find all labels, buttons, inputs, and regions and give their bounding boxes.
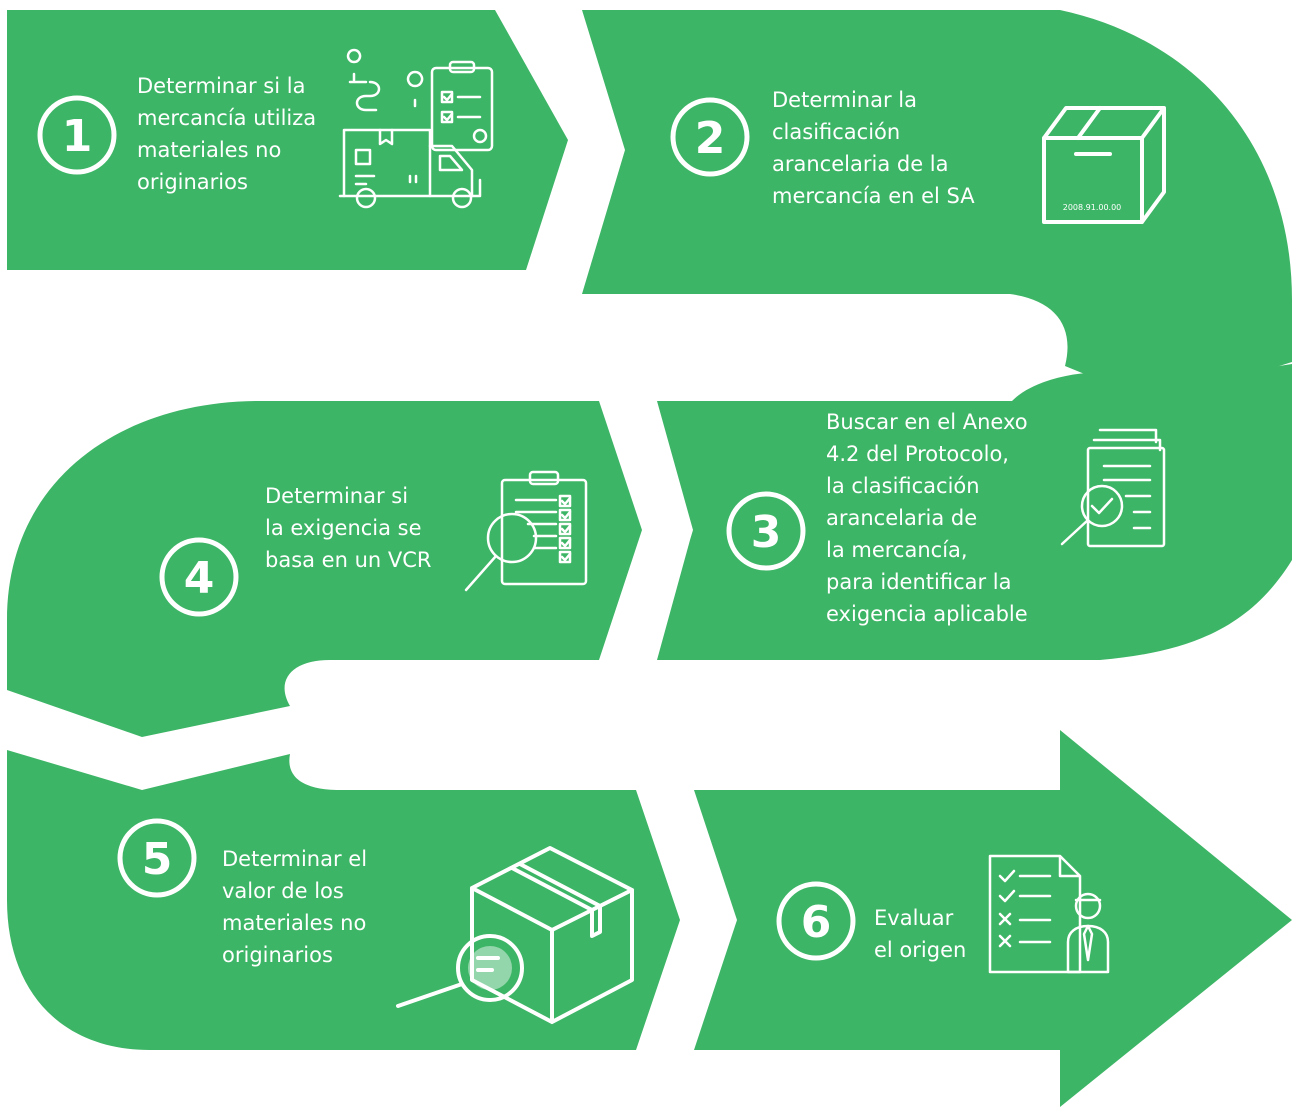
step-5-text: Determinar el valor de los materiales no… [222,847,374,967]
step-2-line: Determinar la [772,88,917,112]
step-4-number-circle [159,537,239,617]
step-3-line: exigencia aplicable [826,602,1028,626]
step-3-line: Buscar en el Anexo [826,410,1028,434]
step-2-line: mercancía en el SA [772,184,975,208]
step-5-number: 5 [142,834,173,885]
step-1-line: materiales no [137,138,281,162]
box-icon: 2008.91.00.00 [1042,106,1166,224]
step-5-line: materiales no [222,911,366,935]
step-4-number: 4 [184,553,215,604]
step-3-number: 3 [751,507,782,558]
step-3-line: la clasificación [826,474,980,498]
step-2: 2 Determinar la clasificación arancelari… [670,88,1166,224]
step-1-number: 1 [62,111,93,162]
box-code-label: 2008.91.00.00 [1063,203,1122,212]
step-5: 5 Determinar el valor de los materiales … [117,818,634,1024]
step-2-line: clasificación [772,120,900,144]
clipboard-search-icon [464,470,588,592]
step-6-line: Evaluar [874,906,954,930]
step-2-number-circle [670,97,750,177]
step-3-number-circle [726,491,806,571]
step-3-line: la mercancía, [826,538,968,562]
step-3-line: 4.2 del Protocolo, [826,442,1009,466]
step-3-line: para identificar la [826,570,1012,594]
step-5-line: valor de los [222,879,344,903]
step-1-text: Determinar si la mercancía utiliza mater… [137,74,323,194]
step-1-line: Determinar si la [137,74,305,98]
step-1-line: originarios [137,170,248,194]
step-3: 3 Buscar en el Anexo 4.2 del Protocolo, … [726,410,1166,626]
step-6: 6 Evaluar el origen [776,854,1110,974]
step-6-number-circle [776,881,856,961]
step-1: 1 Determinar si la mercancía utiliza mat… [37,48,494,209]
step-4-line: Determinar si [265,484,408,508]
checklist-person-icon [988,854,1110,974]
band-step-1 [7,10,568,270]
delivery-truck-route-icon [338,48,494,209]
band-step-6 [694,730,1292,1107]
band-step-3 [657,364,1292,660]
step-5-line: originarios [222,943,333,967]
step-4: 4 Determinar si la exigencia se basa en … [159,470,588,617]
step-4-line: basa en un VCR [265,548,432,572]
step-4-text: Determinar si la exigencia se basa en un… [265,484,432,572]
step-2-text: Determinar la clasificación arancelaria … [772,88,975,208]
step-1-number-circle [37,95,117,175]
step-4-line: la exigencia se [265,516,422,540]
step-1-line: mercancía utiliza [137,106,316,130]
step-5-number-circle [117,818,197,898]
step-5-line: Determinar el [222,847,367,871]
document-search-icon [1060,428,1166,548]
step-6-number: 6 [801,897,832,948]
step-2-line: arancelaria de la [772,152,949,176]
step-6-line: el origen [874,938,966,962]
box-search-icon [396,846,634,1024]
step-3-text: Buscar en el Anexo 4.2 del Protocolo, la… [826,410,1034,626]
step-6-text: Evaluar el origen [874,906,966,962]
band-step-4 [7,401,642,737]
step-2-number: 2 [695,113,726,164]
step-3-line: arancelaria de [826,506,977,530]
